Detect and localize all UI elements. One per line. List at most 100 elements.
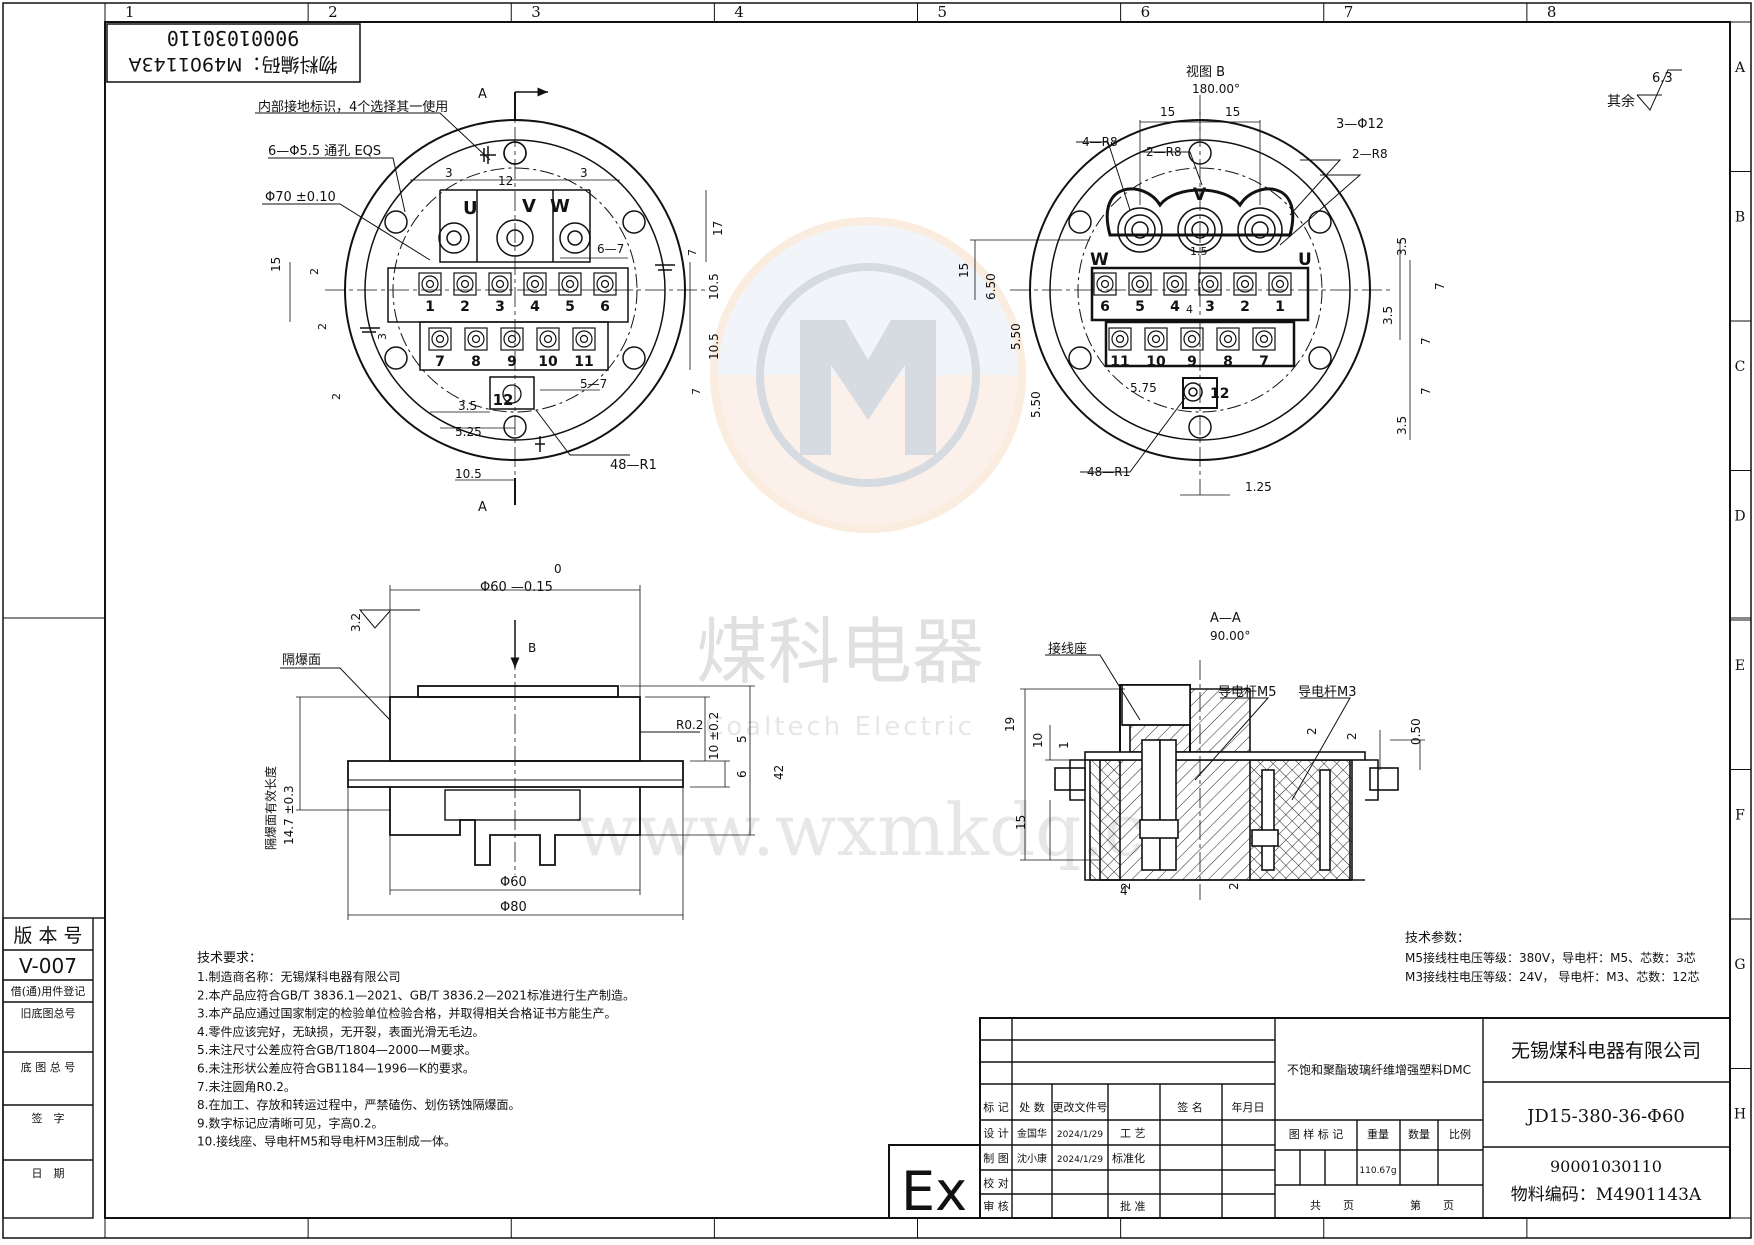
watermark-en: Coaltech Electric	[705, 712, 975, 742]
dim-7c: 7	[1419, 387, 1433, 395]
tech-req-item: 1.制造商名称：无锡煤科电器有限公司	[197, 969, 400, 984]
dim-3c: 3	[376, 333, 389, 340]
terminal-pin	[543, 334, 553, 344]
weight-label: 重量	[1367, 1127, 1389, 1141]
dim-15a: 15	[1160, 105, 1175, 119]
dim-15: 15	[1014, 815, 1028, 830]
dim-5-7: 5—7	[580, 377, 607, 391]
terminal-box	[1233, 272, 1257, 296]
terminal-pin	[1115, 334, 1125, 344]
callout-r0-2: R0.2	[676, 718, 703, 732]
view-b	[970, 95, 1411, 496]
terminal-pin	[600, 279, 610, 289]
callout-48-r1: 48—R1	[1087, 465, 1130, 479]
header-date: 年月日	[1232, 1100, 1265, 1114]
terminal-ring	[456, 275, 474, 293]
old-base-label: 旧底图总号	[21, 1006, 76, 1020]
dim-4: 4	[1186, 303, 1193, 316]
part-code: 90001030110	[1550, 1157, 1662, 1176]
section-mark-bottom: A	[478, 500, 487, 515]
dim-10-5b: 10.5	[707, 333, 721, 360]
dim-2b: 2	[316, 323, 329, 330]
side-view-labels: 0 Φ60 —0.15 3.2 隔爆面 R0.2 Φ60 Φ80 隔爆面有效长度…	[263, 562, 786, 915]
terminal-12-back: 12	[1210, 386, 1229, 402]
title-block	[888, 1017, 1731, 1219]
dim-6-50: 6.50	[984, 273, 998, 300]
terminal-pin	[579, 334, 589, 344]
flame-length-label: 隔爆面有效长度	[263, 766, 278, 850]
terminal-12-front: 12	[493, 391, 514, 409]
left-panel-labels: 版 本 号 V-007 借(通)用件登记 旧底图总号 底 图 总 号 签 字 日…	[11, 925, 86, 1180]
row-check: 校 对	[983, 1176, 1009, 1190]
sample-mark-label: 图 样 标 记	[1289, 1127, 1344, 1141]
row-design: 设 计	[983, 1127, 1009, 1140]
date-label: 日 期	[32, 1167, 65, 1180]
phase-w-label: W	[1090, 250, 1109, 270]
terminal-ring	[561, 275, 579, 293]
phase-u-label: U	[1298, 250, 1312, 270]
terminal-number: 5	[565, 299, 575, 315]
dim-1-25: 1.25	[1245, 480, 1272, 494]
total-sheets: 共 页	[1310, 1199, 1354, 1212]
version-value: V-007	[19, 954, 77, 978]
header-doc: 更改文件号	[1053, 1100, 1108, 1114]
terminal-pin	[1223, 334, 1233, 344]
dim-7a: 7	[1433, 282, 1447, 290]
r1-callout: 48—R1	[610, 458, 657, 473]
terminal-box	[464, 327, 488, 351]
terminal-pin	[1170, 279, 1180, 289]
borrowed-label: 借(通)用件登记	[11, 984, 86, 998]
terminal-box	[1180, 327, 1204, 351]
roughness-label: 其余	[1607, 93, 1635, 110]
column-label: 2	[328, 3, 338, 21]
roughness-other: 6.3 其余	[1607, 69, 1682, 111]
terminal-ring	[1271, 275, 1289, 293]
flame-face-label: 隔爆面	[282, 653, 321, 668]
dim-10-5a: 10.5	[707, 273, 721, 300]
stamp-line-2: 90001030110	[167, 26, 299, 50]
header-sign: 签 名	[1177, 1100, 1203, 1114]
terminal-box	[500, 327, 524, 351]
terminal-number: 11	[1110, 354, 1129, 370]
terminal-pin	[1100, 279, 1110, 289]
terminal-number: 3	[495, 299, 505, 315]
row-label: A	[1734, 60, 1746, 76]
terminal-number: 2	[460, 299, 470, 315]
row-label: D	[1734, 508, 1745, 524]
mirrored-code-stamp: 物料编码：M4901143A 90001030110	[106, 23, 361, 83]
base-label: 接线座	[1048, 641, 1087, 657]
row-label: H	[1734, 1106, 1746, 1122]
row-label: C	[1735, 359, 1746, 375]
terminal-number: 10	[538, 354, 558, 370]
row-label: F	[1735, 807, 1745, 823]
front-view	[255, 87, 707, 505]
dim-5-50a: 5.50	[1009, 323, 1023, 350]
terminal-ring	[539, 330, 557, 348]
column-label: 4	[734, 3, 744, 21]
dim-2a: 2	[308, 268, 321, 275]
dim-2a: 2	[1305, 727, 1319, 735]
terminal-number: 7	[1259, 354, 1269, 370]
roughness-value: 6.3	[1652, 71, 1673, 86]
sheet-number: 第 页	[1410, 1198, 1454, 1212]
terminal-number: 2	[1240, 299, 1250, 315]
terminal-ring	[1111, 330, 1129, 348]
dim-10-tol: 10 ±0.2	[707, 712, 721, 760]
dim-6-7: 6—7	[597, 242, 624, 256]
column-label: 8	[1547, 3, 1557, 21]
column-label: 6	[1141, 3, 1151, 21]
drafter-name: 沈小康	[1017, 1152, 1047, 1165]
sign-label: 签 字	[32, 1111, 65, 1125]
terminal-number: 7	[435, 354, 445, 370]
terminal-pin	[565, 279, 575, 289]
stamp-line-1: 物料编码：M4901143A	[128, 53, 337, 75]
dim-3-5a: 3.5	[1395, 237, 1409, 256]
terminal-ring	[596, 275, 614, 293]
dim-2c: 2	[330, 393, 343, 400]
terminal-ring	[1201, 275, 1219, 293]
terminal-box	[1128, 272, 1152, 296]
